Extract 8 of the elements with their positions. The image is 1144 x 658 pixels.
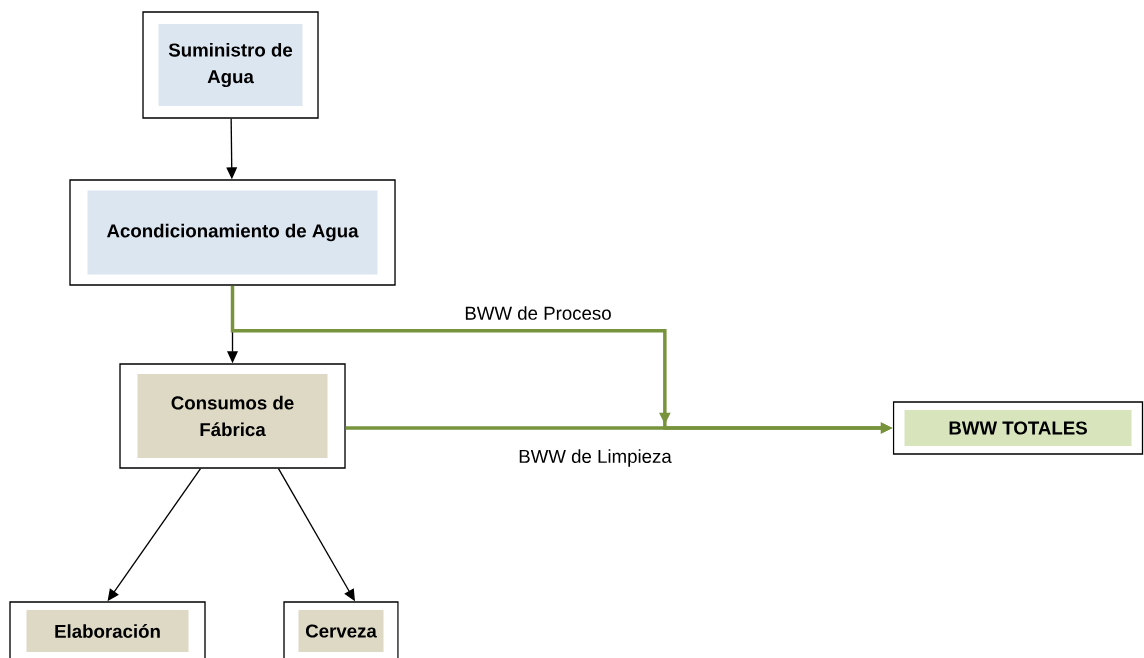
edge-label: BWW de Proceso <box>463 304 613 322</box>
process-box: BWW TOTALES <box>892 401 1144 455</box>
process-box: Suministro de Agua <box>142 11 319 119</box>
edge-label: BWW de Limpieza <box>516 447 674 469</box>
process-box: Cerveza <box>283 601 399 658</box>
process-box: Consumos de Fábrica <box>119 363 346 469</box>
process-box: Elaboración <box>9 601 206 658</box>
process-box: Acondicionamiento de Agua <box>69 179 396 286</box>
